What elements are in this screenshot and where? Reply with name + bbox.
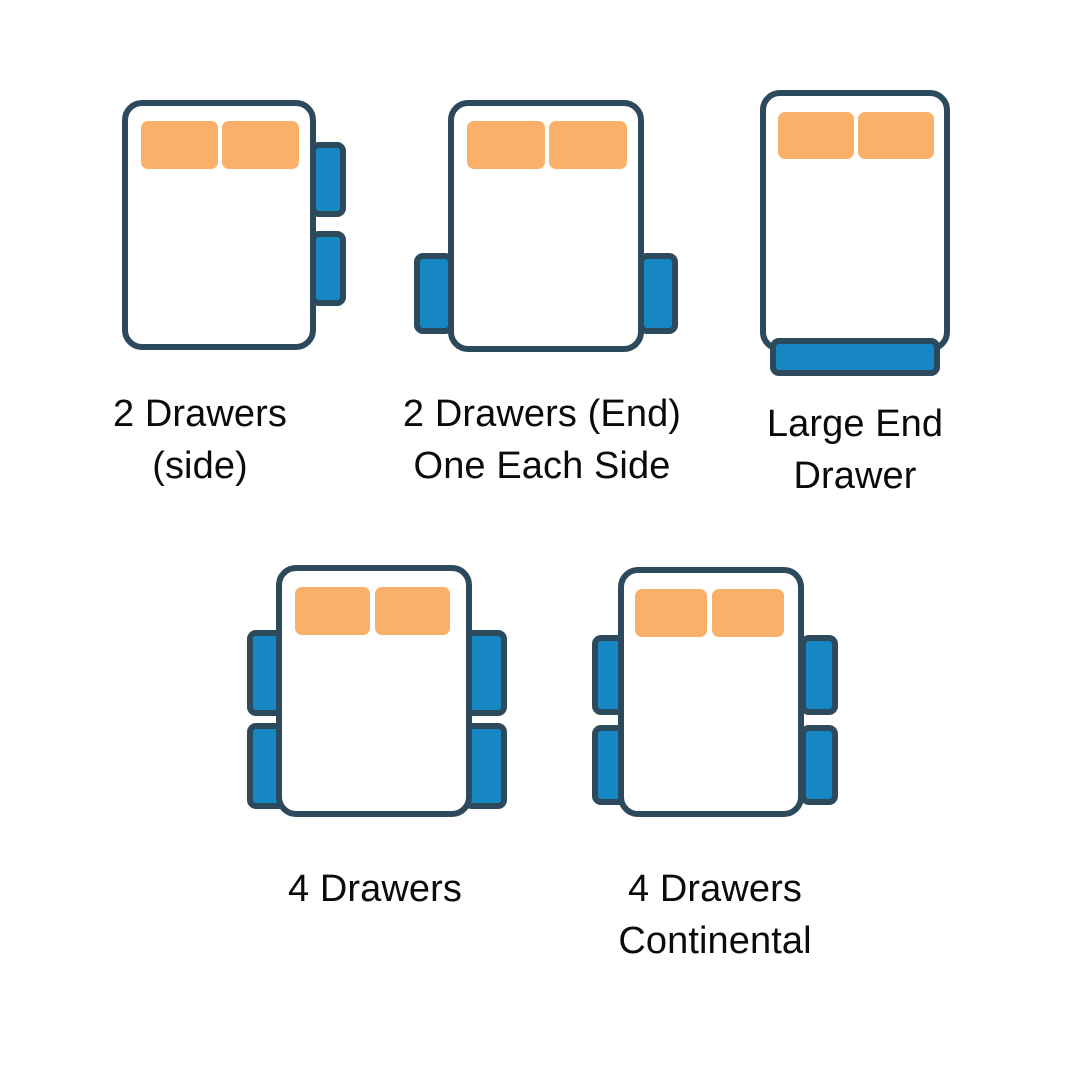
pillow-right [858,112,934,159]
label-large-end-drawer: Large End Drawer [766,403,944,498]
drawer-right-bottom[interactable] [800,725,838,805]
drawer-right-top[interactable] [800,635,838,715]
option-four-drawers[interactable]: 4 Drawers [175,545,575,1005]
bed-illustration-four-drawers-continental [512,545,912,845]
option-two-drawers-side[interactable]: 2 Drawers (side) [0,0,380,500]
pillow-left [295,587,370,635]
label-two-drawers-end: 2 Drawers (End) One Each Side [402,393,682,488]
option-two-drawers-end[interactable]: 2 Drawers (End) One Each Side [352,0,732,500]
option-four-drawers-continental[interactable]: 4 Drawers Continental [512,545,912,1005]
drawer-right-end[interactable] [638,253,678,334]
pillow-right [375,587,450,635]
pillow-left [635,589,707,637]
label-two-drawers-side: 2 Drawers (side) [112,393,288,488]
pillow-right [222,121,299,169]
pillow-left [141,121,218,169]
bed-illustration-two-drawers-side [0,0,380,380]
pillow-right [549,121,627,169]
bed-illustration-four-drawers [175,545,575,845]
pillow-left [467,121,545,169]
bed-illustration-large-end-drawer [700,0,1080,380]
pillow-right [712,589,784,637]
option-large-end-drawer[interactable]: Large End Drawer [700,0,1080,500]
label-four-drawers: 4 Drawers [287,868,463,910]
bed-illustration-two-drawers-end [352,0,732,380]
label-four-drawers-continental: 4 Drawers Continental [618,868,812,963]
pillow-left [778,112,854,159]
drawer-large-end[interactable] [770,338,940,376]
